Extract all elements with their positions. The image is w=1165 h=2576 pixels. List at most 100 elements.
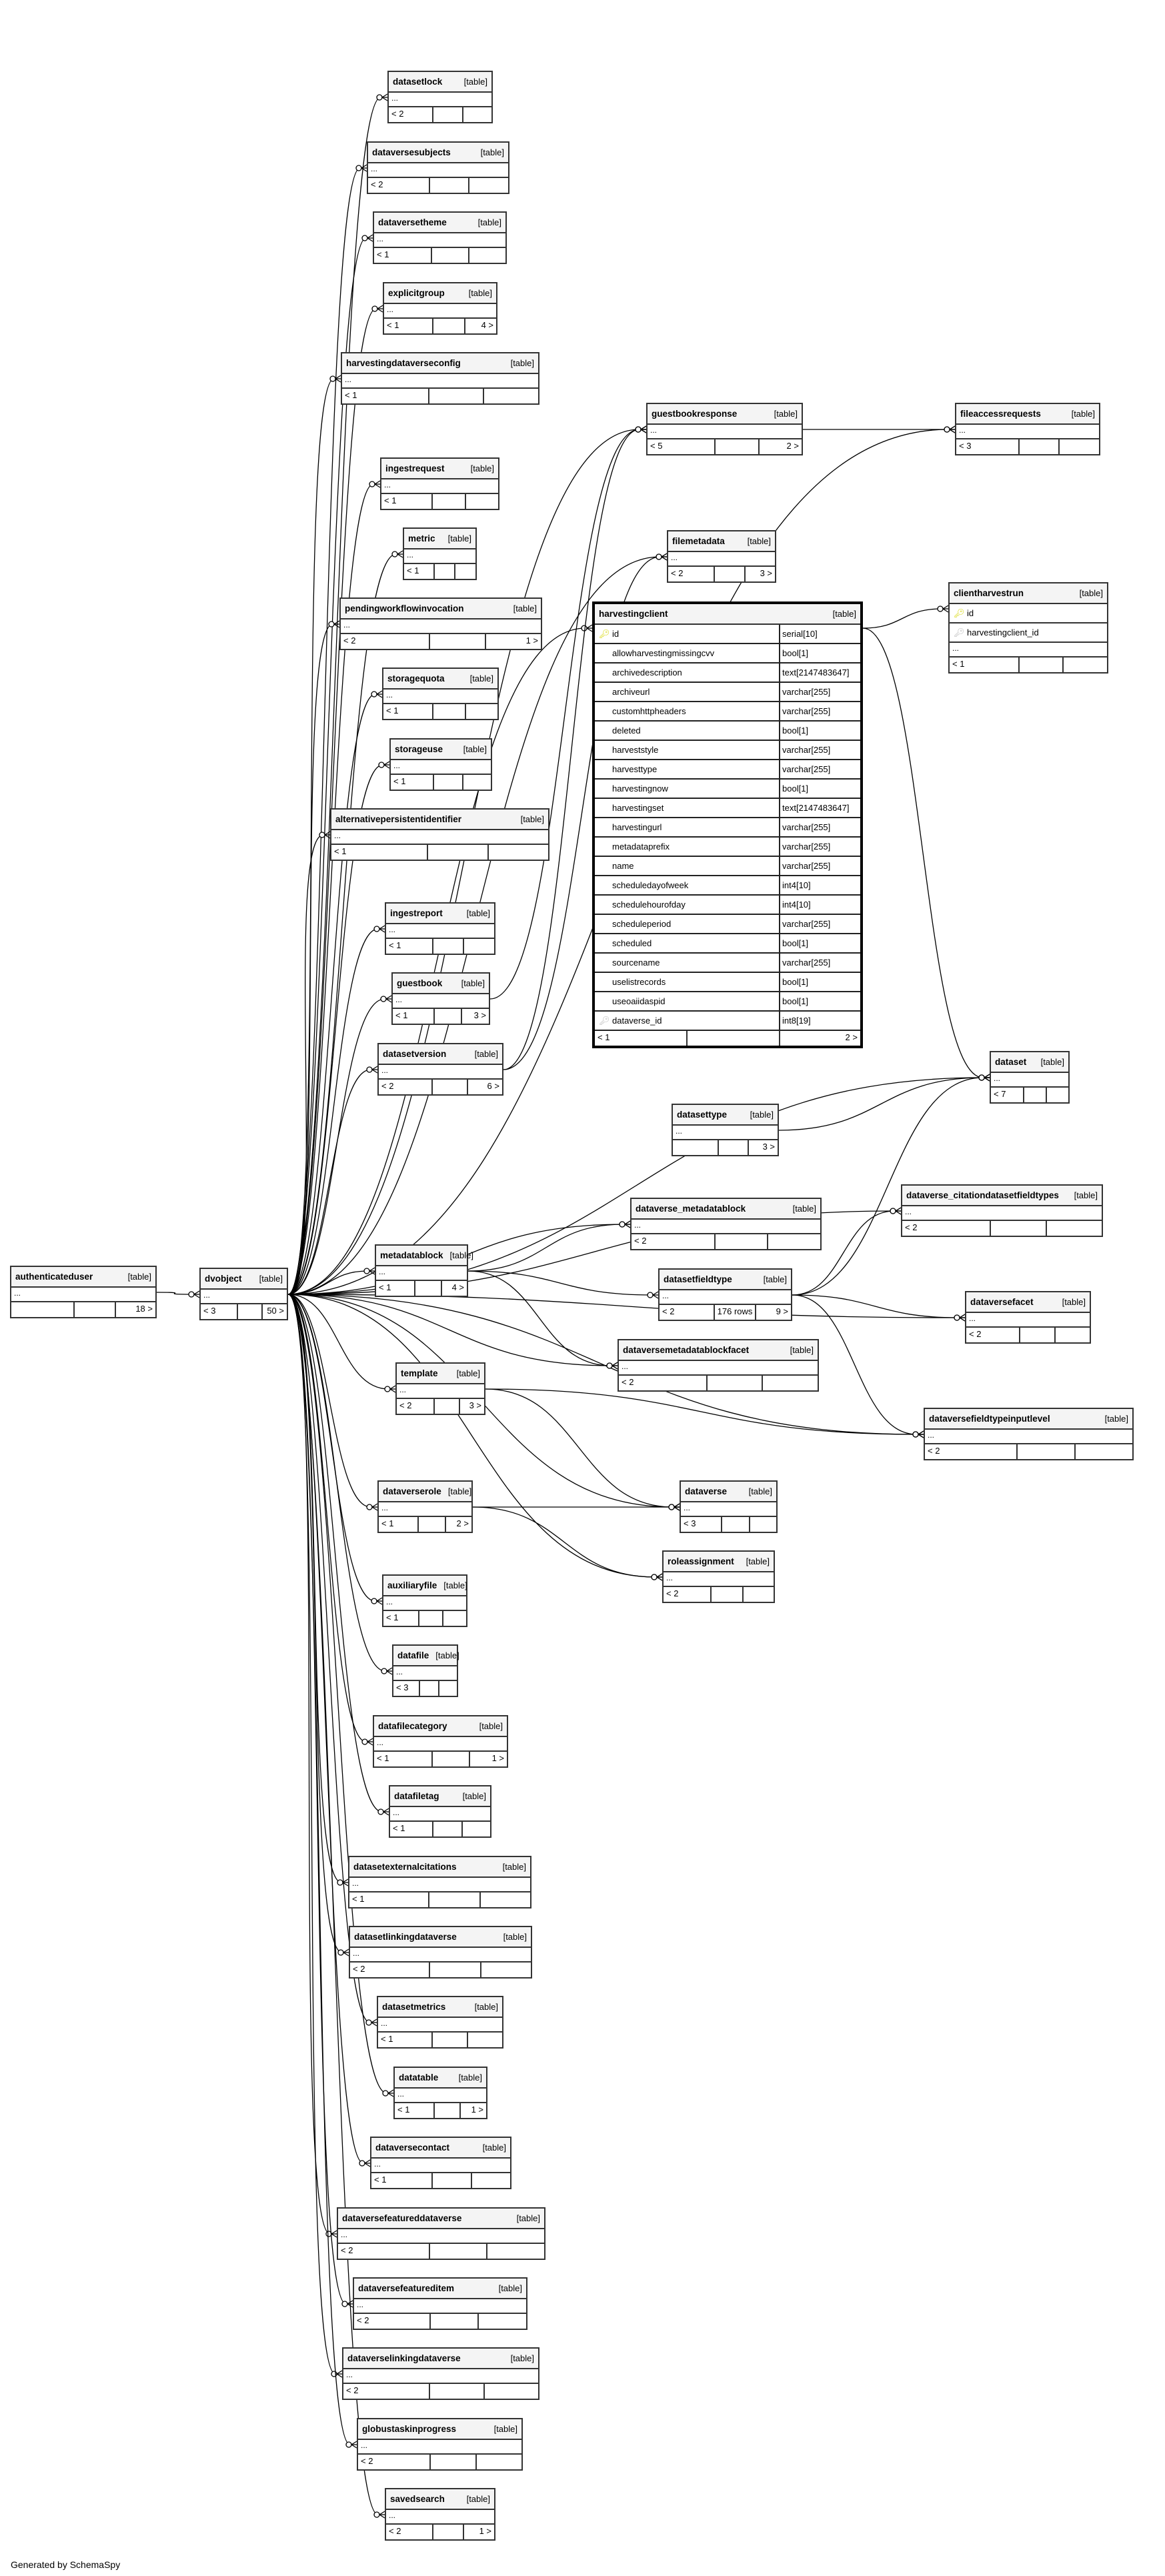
children-count[interactable]: 1 > (463, 2525, 494, 2539)
parents-count[interactable]: < 2 (399, 1400, 412, 1410)
table-clientharvestrun[interactable]: clientharvestrun [table] 🔑︎id 🔑︎harvesti… (948, 582, 1108, 674)
children-count[interactable] (463, 939, 494, 954)
parents-count[interactable]: < 2 (371, 179, 383, 189)
children-count[interactable] (468, 178, 508, 193)
parents-count[interactable]: < 2 (353, 1964, 365, 1974)
parents-count[interactable]: < 2 (928, 1446, 940, 1456)
children-count[interactable] (762, 1376, 818, 1390)
children-count[interactable] (479, 1892, 530, 1907)
children-count[interactable] (465, 704, 497, 719)
children-count[interactable] (1062, 658, 1107, 672)
parents-count[interactable]: < 1 (377, 1753, 389, 1763)
children-count[interactable] (487, 845, 548, 860)
children-count[interactable] (742, 1587, 774, 1602)
table-storagequota[interactable]: storagequota[table]...< 1 (382, 668, 499, 720)
table-storageuse[interactable]: storageuse[table]...< 1 (389, 738, 492, 791)
parents-count[interactable]: < 2 (666, 1588, 679, 1598)
table-alternativepersistentidentifier[interactable]: alternativepersistentidentifier[table]..… (330, 808, 549, 861)
children-count[interactable] (1046, 1088, 1068, 1102)
parents-count[interactable]: < 2 (381, 1081, 394, 1091)
table-dataversefeatureddataverse[interactable]: dataversefeatureddataverse[table]...< 2 (337, 2207, 545, 2260)
children-count[interactable] (486, 2244, 544, 2259)
children-count[interactable]: 2 > (779, 1031, 860, 1046)
table-dataset[interactable]: dataset[table]...< 7 (990, 1051, 1070, 1104)
children-count[interactable] (1046, 1221, 1102, 1236)
table-dataverse_citationdatasetfieldtypes[interactable]: dataverse_citationdatasetfieldtypes[tabl… (901, 1184, 1103, 1237)
children-count[interactable] (767, 1234, 820, 1249)
table-datasetexternalcitations[interactable]: datasetexternalcitations[table]...< 1 (348, 1856, 531, 1908)
parents-count[interactable]: < 1 (389, 940, 401, 950)
table-datasetmetrics[interactable]: datasetmetrics[table]...< 1 (377, 1996, 503, 2049)
parents-count[interactable] (11, 1302, 73, 1317)
parents-count[interactable]: < 1 (387, 320, 399, 330)
parents-count[interactable]: < 1 (393, 1823, 405, 1833)
children-count[interactable] (1054, 1328, 1090, 1342)
parents-count[interactable]: < 2 (671, 568, 684, 578)
table-auxiliaryfile[interactable]: auxiliaryfile[table]...< 1 (382, 1574, 467, 1627)
parents-count[interactable]: < 2 (969, 1329, 982, 1339)
children-count[interactable] (461, 107, 491, 122)
children-count[interactable]: 18 > (114, 1302, 155, 1317)
parents-count[interactable]: < 3 (396, 1682, 409, 1692)
table-ingestreport[interactable]: ingestreport[table]...< 1 (385, 902, 495, 955)
parents-count[interactable]: < 1 (397, 2105, 410, 2115)
children-count[interactable]: 1 > (484, 634, 541, 649)
parents-count[interactable]: < 1 (345, 390, 357, 400)
parents-count[interactable]: < 1 (381, 1518, 394, 1528)
table-dataversesubjects[interactable]: dataversesubjects[table]...< 2 (367, 141, 509, 194)
parents-count[interactable]: < 1 (393, 776, 406, 786)
children-count[interactable] (467, 248, 505, 263)
children-count[interactable]: 3 > (747, 1140, 778, 1155)
parents-count[interactable]: < 3 (203, 1306, 216, 1316)
parents-count[interactable]: < 2 (357, 2315, 369, 2325)
children-count[interactable] (461, 1822, 490, 1836)
table-metric[interactable]: metric[table]...< 1 (403, 527, 477, 580)
parents-count[interactable]: < 3 (684, 1518, 696, 1528)
children-count[interactable] (1074, 1444, 1132, 1459)
children-count[interactable] (441, 1611, 466, 1626)
parents-count[interactable]: < 2 (662, 1306, 675, 1316)
children-count[interactable]: 4 > (463, 319, 496, 333)
parents-count[interactable]: < 1 (334, 846, 347, 856)
parents-count[interactable]: < 1 (379, 1282, 391, 1292)
parents-count[interactable]: < 2 (634, 1236, 647, 1246)
children-count[interactable]: 1 > (459, 2103, 486, 2118)
table-dataversemetadatablockfacet[interactable]: dataversemetadatablockfacet[table]...< 2 (618, 1339, 819, 1392)
table-dataverselinkingdataverse[interactable]: dataverselinkingdataverse[table]...< 2 (342, 2347, 539, 2400)
table-roleassignment[interactable]: roleassignment[table]...< 2 (662, 1550, 775, 1603)
parents-count[interactable]: < 7 (994, 1089, 1006, 1099)
children-count[interactable]: 1 > (469, 1752, 507, 1766)
children-count[interactable] (483, 389, 538, 403)
table-dataversetheme[interactable]: dataversetheme[table]...< 1 (373, 211, 507, 264)
children-count[interactable]: 3 > (744, 567, 775, 581)
children-count[interactable] (437, 1681, 457, 1696)
parents-count[interactable]: < 1 (386, 1612, 399, 1622)
parents-count[interactable]: < 1 (374, 2175, 387, 2185)
parents-count[interactable]: < 1 (952, 659, 965, 669)
children-count[interactable] (748, 1517, 776, 1532)
parents-count[interactable] (673, 1140, 718, 1155)
children-count[interactable]: 4 > (440, 1281, 467, 1296)
parents-count[interactable]: < 1 (377, 249, 389, 259)
table-authenticateduser[interactable]: authenticateduser[table]...18 > (10, 1266, 157, 1318)
table-dataversecontact[interactable]: dataversecontact[table]...< 1 (370, 2137, 511, 2189)
parents-count[interactable]: < 2 (343, 635, 356, 646)
table-datasettype[interactable]: datasettype[table]...3 > (672, 1104, 779, 1156)
children-count[interactable]: 2 > (758, 439, 802, 454)
parents-count[interactable]: < 2 (341, 2245, 353, 2255)
children-count[interactable] (483, 2384, 538, 2399)
children-count[interactable] (466, 2033, 502, 2047)
table-dataversefieldtypeinputlevel[interactable]: dataversefieldtypeinputlevel[table]...< … (924, 1408, 1134, 1460)
